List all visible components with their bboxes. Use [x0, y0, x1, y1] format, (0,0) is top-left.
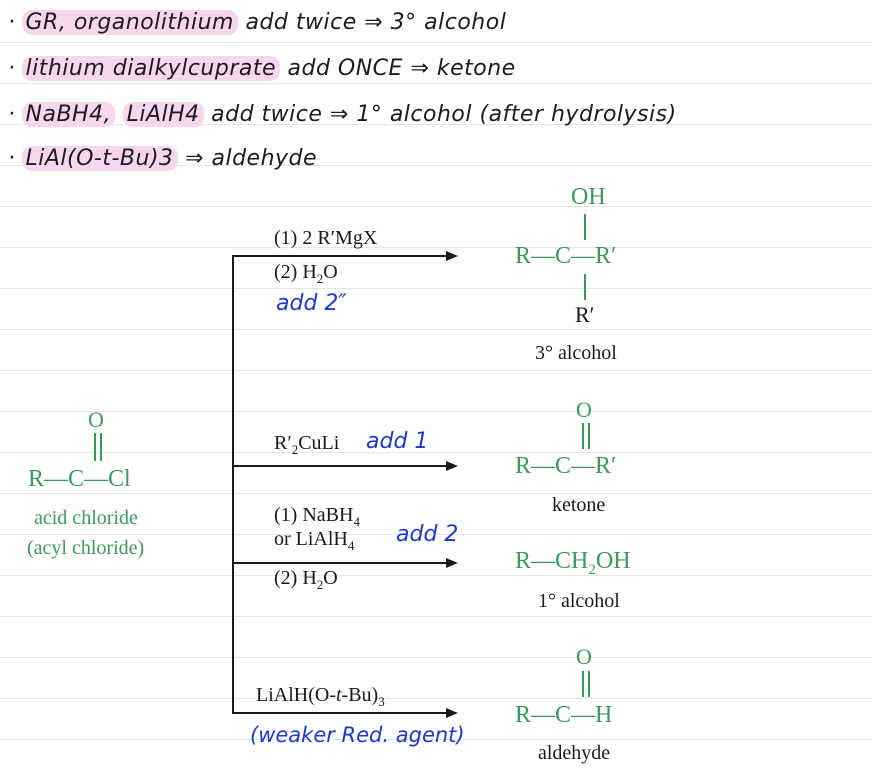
branch-line — [232, 256, 234, 714]
reactant-double-bond-1 — [94, 433, 96, 461]
arrow-4-shaft — [232, 712, 446, 714]
product-2-double-bond-2 — [588, 423, 590, 449]
reactant-alt-name: (acyl chloride) — [27, 537, 145, 559]
formula-text: R—CH — [515, 548, 589, 574]
arrow-1-head — [446, 251, 458, 261]
annotation-add-1: add 1 — [366, 429, 429, 454]
reactant-double-bond-2 — [100, 433, 102, 461]
bullet: · — [8, 146, 16, 171]
product-3-formula: R—CH2OH — [515, 548, 631, 579]
bullet: · — [8, 10, 16, 35]
arrow-2-shaft — [232, 465, 446, 467]
reagent-text: -Bu) — [341, 684, 379, 706]
reagent-text: O — [323, 261, 338, 283]
annotation-add-2: add 2″ — [276, 291, 347, 316]
note-text: add twice ⇒ 3° alcohol — [237, 10, 507, 35]
bullet: · — [8, 56, 16, 81]
note-line-3: ·NaBH4, LiAlH4 add twice ⇒ 1° alcohol (a… — [8, 102, 677, 127]
reactant-formula: R—C—Cl — [28, 466, 131, 492]
product-4-oxygen: O — [576, 644, 592, 669]
subscript: 3 — [378, 694, 385, 709]
note-text: add ONCE ⇒ ketone — [280, 56, 516, 81]
product-2-name: ketone — [552, 494, 606, 516]
note-text: ⇒ aldehyde — [177, 146, 318, 171]
product-1-r-prime: R′ — [575, 302, 595, 327]
note-line-4: ·LiAl(O-t-Bu)3 ⇒ aldehyde — [8, 146, 317, 171]
product-1-bottom-bond — [584, 274, 586, 300]
subscript: 2 — [316, 577, 324, 592]
product-4-double-bond-2 — [588, 671, 590, 697]
subscript: 4 — [347, 538, 355, 553]
reagent-text: R′ — [274, 432, 292, 454]
note-line-2: ·lithium dialkylcuprate add ONCE ⇒ keton… — [8, 56, 516, 81]
highlight-grignard: GR, organolithium — [21, 10, 238, 35]
reagent-1-step-1: (1) 2 R′MgX — [274, 227, 378, 249]
product-2-double-bond-1 — [582, 423, 584, 449]
formula-text: OH — [595, 548, 631, 574]
reagent-text: (2) H — [274, 567, 317, 589]
arrow-4-head — [446, 708, 458, 718]
reagent-text: LiAlH(O- — [256, 684, 336, 706]
reagent-text: O — [323, 567, 338, 589]
product-1-name: 3° alcohol — [535, 342, 617, 364]
product-4-double-bond-1 — [582, 671, 584, 697]
highlight-cuprate: lithium dialkylcuprate — [21, 56, 281, 81]
reagent-text: or LiAlH — [274, 528, 348, 550]
subscript: 4 — [353, 514, 360, 529]
reagent-text: (2) H — [274, 261, 317, 283]
product-4-name: aldehyde — [538, 742, 611, 764]
highlight-nabh4: NaBH4, — [21, 102, 116, 127]
subscript: 2 — [316, 271, 324, 286]
reagent-3-step-1-alt: or LiAlH4 — [274, 528, 354, 554]
subscript: 2 — [588, 561, 596, 578]
reagent-2: R′2CuLi — [274, 432, 339, 458]
product-2-formula: R—C—R′ — [515, 453, 617, 479]
note-line-1: ·GR, organolithium add twice ⇒ 3° alcoho… — [8, 10, 506, 35]
arrow-3-shaft — [232, 562, 446, 564]
product-1-top-bond — [584, 214, 586, 240]
arrow-3-head — [446, 558, 458, 568]
reagent-text: CuLi — [298, 432, 340, 454]
reagent-3-step-1: (1) NaBH4 — [274, 504, 360, 530]
note-text: add twice ⇒ 1° alcohol (after hydrolysis… — [203, 102, 677, 127]
reagent-text: (1) NaBH — [274, 504, 354, 526]
annotation-add-2-hydride: add 2 — [396, 522, 459, 547]
annotation-weaker-reducing-agent: (weaker Red. agent) — [250, 723, 465, 747]
reagent-3-step-2: (2) H2O — [274, 567, 338, 593]
arrow-2-head — [446, 461, 458, 471]
reactant-oxygen: O — [88, 407, 104, 432]
product-3-name: 1° alcohol — [538, 590, 620, 612]
highlight-lialh4: LiAlH4 — [122, 102, 204, 127]
reactant-name: acid chloride — [34, 507, 138, 529]
subscript: 2 — [291, 442, 299, 457]
arrow-1-shaft — [232, 255, 446, 257]
product-1-formula: R—C—R′ — [515, 243, 617, 269]
reagent-4: LiAlH(O-t-Bu)3 — [256, 684, 385, 710]
highlight-lialh-otbu: LiAl(O-t-Bu)3 — [21, 146, 178, 171]
reagent-italic: t — [335, 684, 342, 706]
product-4-formula: R—C—H — [515, 702, 613, 728]
bullet: · — [8, 102, 16, 127]
reagent-1-step-2: (2) H2O — [274, 261, 338, 287]
product-1-oh: OH — [571, 184, 606, 210]
product-2-oxygen: O — [576, 397, 592, 422]
